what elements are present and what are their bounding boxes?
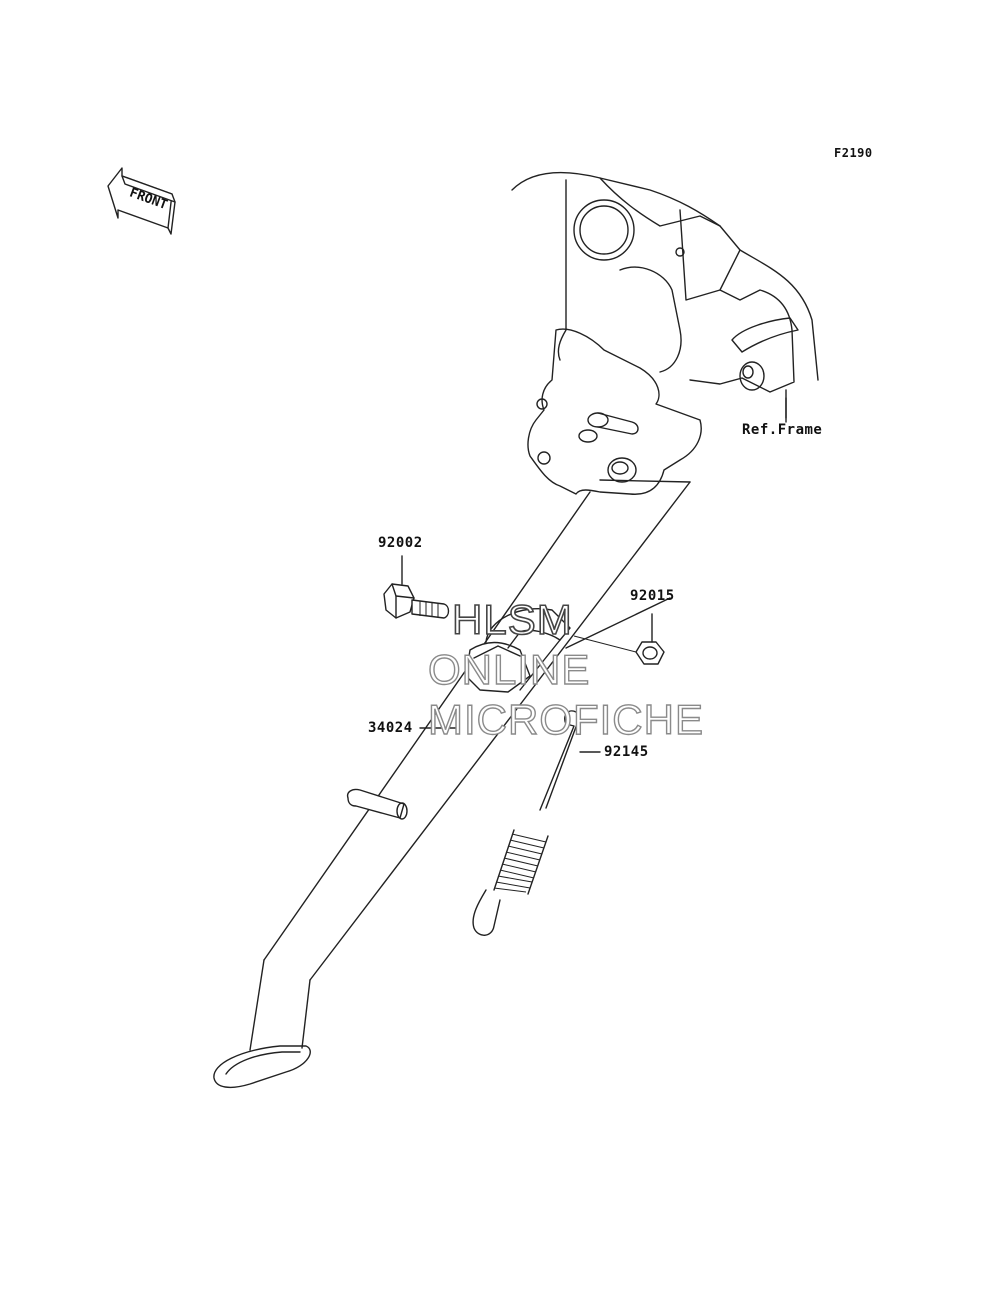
nut-92015 bbox=[573, 613, 665, 665]
watermark-line1: HLSM bbox=[451, 595, 573, 644]
part-label-92145: 92145 bbox=[604, 744, 649, 760]
diagram-code: F2190 bbox=[834, 146, 873, 160]
watermark-line2: ONLINE bbox=[427, 645, 591, 693]
ref-frame-label: Ref.Frame bbox=[742, 422, 823, 438]
part-label-92015: 92015 bbox=[630, 588, 675, 604]
front-arrow-icon: FRONT bbox=[107, 167, 176, 235]
spring-92145 bbox=[472, 710, 601, 936]
part-label-92002: 92002 bbox=[378, 535, 423, 551]
part-label-34024: 34024 bbox=[368, 720, 413, 736]
watermark-line3: MICROFICHE bbox=[427, 695, 704, 743]
side-stand bbox=[213, 479, 691, 1089]
bolt-92002 bbox=[383, 555, 450, 619]
frame-bracket bbox=[511, 172, 819, 495]
